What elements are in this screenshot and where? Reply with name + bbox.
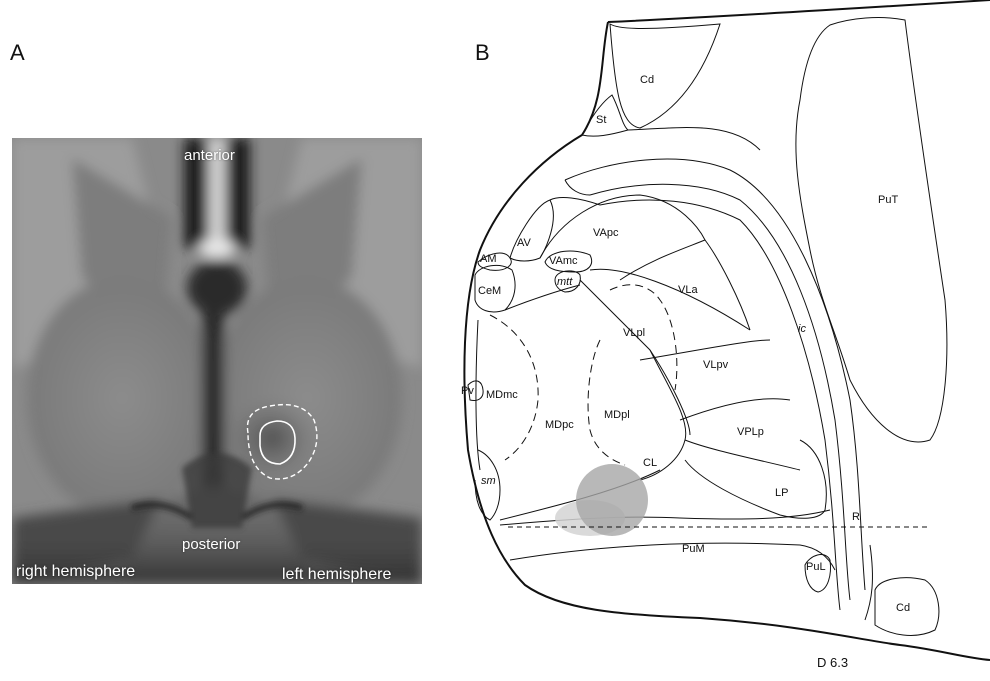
region-label-mdpl: MDpl — [604, 409, 630, 421]
right-hemisphere-label: right hemisphere — [16, 563, 135, 581]
region-label-pum: PuM — [682, 543, 705, 555]
atlas-diagram: Cd St PuT AV VApc AM VAmc mtt CeM VLa ic… — [455, 0, 990, 681]
region-label-vlpv: VLpv — [703, 359, 729, 371]
region-label-vapc: VApc — [593, 227, 619, 239]
cd-top-outline — [610, 24, 720, 128]
region-label-cl: CL — [643, 457, 657, 469]
region-label-mdpc: MDpc — [545, 419, 574, 431]
atlas-caption: D 6.3 — [817, 655, 848, 670]
region-label-mdmc: MDmc — [486, 389, 518, 401]
anterior-label: anterior — [184, 147, 235, 164]
region-label-vamc: VAmc — [549, 255, 578, 267]
mdmc-dashed — [490, 315, 538, 460]
region-label-st: St — [596, 114, 606, 126]
lesion-circle — [576, 464, 648, 536]
region-label-vla: VLa — [678, 284, 698, 296]
mdpc-dashed — [588, 340, 625, 465]
outer-boundary — [464, 0, 990, 660]
region-label-cd-bottom: Cd — [896, 602, 910, 614]
region-label-av: AV — [517, 237, 532, 249]
panel-a-letter: A — [10, 40, 25, 66]
region-label-mtt: mtt — [557, 276, 573, 288]
region-label-lp: LP — [775, 487, 788, 499]
region-label-r: R — [852, 511, 860, 523]
region-label-vplp: VPLp — [737, 426, 764, 438]
region-label-cem: CeM — [478, 285, 501, 297]
region-label-vlpl: VLpl — [623, 327, 645, 339]
region-label-pul: PuL — [806, 561, 826, 573]
region-label-cd-top: Cd — [640, 74, 654, 86]
mri-image — [12, 138, 422, 584]
left-hemisphere-label: left hemisphere — [282, 566, 391, 584]
region-label-am: AM — [480, 253, 497, 265]
av-outline — [510, 200, 553, 261]
mri-image-panel: anterior posterior right hemisphere left… — [12, 138, 422, 584]
region-label-put: PuT — [878, 194, 898, 206]
put-outline — [796, 18, 947, 442]
region-label-pv: Pv — [461, 385, 474, 397]
posterior-label: posterior — [182, 536, 240, 553]
region-label-ic: ic — [798, 323, 806, 335]
region-label-sm: sm — [481, 475, 496, 487]
